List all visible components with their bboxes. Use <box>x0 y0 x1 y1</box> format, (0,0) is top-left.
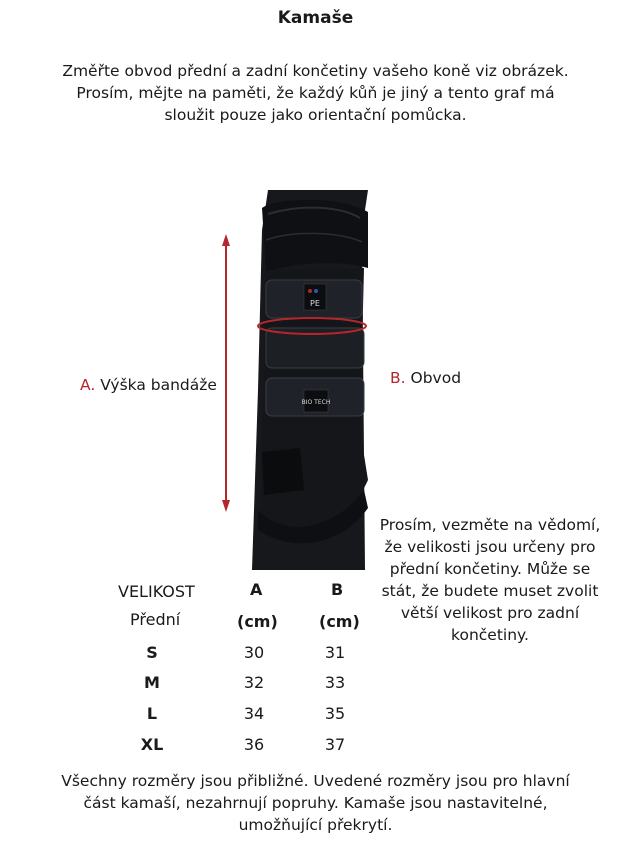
intro-line: sloužit pouze jako orientační pomůcka. <box>164 106 467 124</box>
label-height: A. Výška bandáže <box>80 376 217 394</box>
table-header-b: B <box>331 580 344 599</box>
boot-illustration: PE BIO TECH <box>222 190 368 570</box>
intro-text: Změřte obvod přední a zadní končetiny va… <box>40 60 591 126</box>
logo-text-top: PE <box>310 299 320 308</box>
note-line: stát, že budete muset zvolit <box>381 582 599 600</box>
label-circumference: B. Obvod <box>390 369 461 387</box>
size-note: Prosím, vezměte na vědomí, že velikosti … <box>370 514 610 646</box>
note-line: přední končetiny. Může se <box>389 560 591 578</box>
strap-middle <box>265 327 365 369</box>
table-cell-size: M <box>144 673 160 692</box>
table-cell-b: 33 <box>324 673 346 692</box>
boot-top-padding <box>262 199 368 272</box>
table-cell-size: L <box>146 704 158 723</box>
table-cell-a: 32 <box>243 673 265 692</box>
note-line: že velikosti jsou určeny pro <box>384 538 596 556</box>
table-header-a-unit: (cm) <box>237 612 278 631</box>
table-header-a: A <box>250 580 263 599</box>
height-arrow-head-bottom <box>222 500 230 512</box>
page-title: Kamaše <box>277 8 354 28</box>
intro-line: Změřte obvod přední a zadní končetiny va… <box>62 62 569 80</box>
table-cell-size: XL <box>140 735 164 754</box>
note-line: větší velikost pro zadní <box>400 604 580 622</box>
label-circumference-letter: B. <box>390 369 406 387</box>
footer-text: Všechny rozměry jsou přibližné. Uvedené … <box>20 770 611 836</box>
footer-line: Všechny rozměry jsou přibližné. Uvedené … <box>61 772 570 790</box>
label-circumference-text: Obvod <box>410 369 462 387</box>
table-cell-b: 37 <box>324 735 346 754</box>
table-cell-a: 34 <box>243 704 265 723</box>
table-cell-a: 30 <box>243 643 265 662</box>
table-cell-a: 36 <box>243 735 265 754</box>
label-height-text: Výška bandáže <box>100 376 217 394</box>
table-header-b-unit: (cm) <box>319 612 360 631</box>
circumference-ring <box>257 317 367 335</box>
velcro-patch <box>262 448 304 495</box>
note-line: Prosím, vezměte na vědomí, <box>379 516 601 534</box>
intro-line: Prosím, mějte na paměti, že každý kůň je… <box>76 84 555 102</box>
table-cell-size: S <box>146 643 158 662</box>
table-header-size: VELIKOST <box>118 582 195 601</box>
table-header-front: Přední <box>130 610 181 629</box>
note-line: končetiny. <box>451 626 529 644</box>
label-height-letter: A. <box>80 376 96 394</box>
boot-bottom-padding <box>258 490 368 544</box>
footer-line: umožňující překrytí. <box>238 816 393 834</box>
logo-text-bottom: BIO TECH <box>302 399 331 406</box>
footer-line: část kamaší, nezahrnují popruhy. Kamaše … <box>83 794 548 812</box>
logo-tag-bottom <box>303 389 329 413</box>
table-cell-b: 35 <box>324 704 346 723</box>
height-arrow-head-top <box>222 234 230 246</box>
table-cell-b: 31 <box>324 643 346 662</box>
